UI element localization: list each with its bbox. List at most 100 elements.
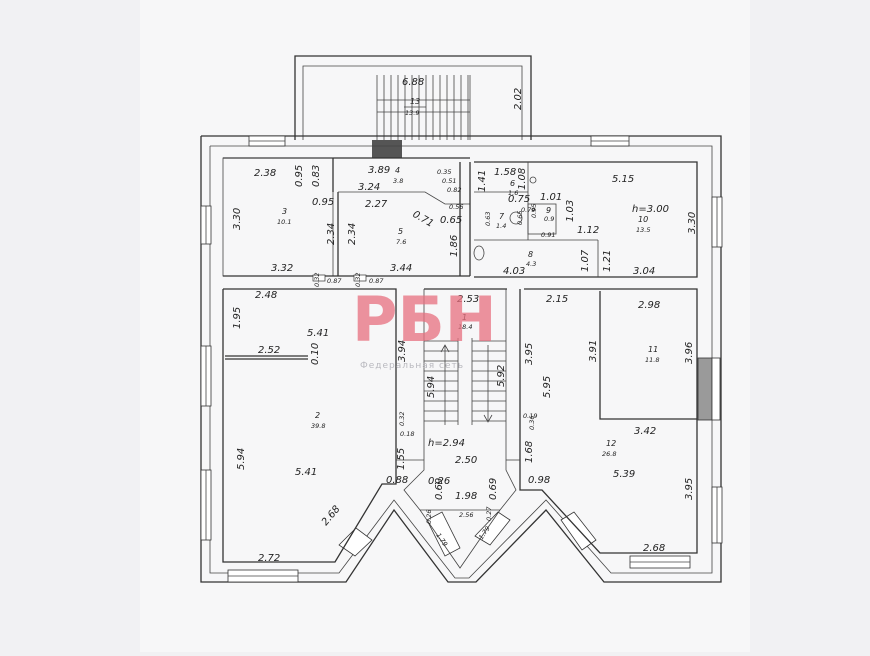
room-6-area: 1.6 bbox=[508, 189, 518, 197]
dim-label: 1.03 bbox=[565, 200, 576, 222]
dim-label: 5.41 bbox=[307, 328, 329, 339]
dim-label: 0.26 bbox=[428, 476, 450, 487]
dim-label: 0.98 bbox=[528, 475, 550, 486]
dim-label: 0.18 bbox=[400, 430, 414, 438]
room-8-number: 8 bbox=[528, 250, 533, 259]
dim-label: 0.87 bbox=[369, 277, 384, 285]
dim-label: 1.86 bbox=[449, 235, 460, 257]
dim-label: 5.15 bbox=[612, 174, 634, 185]
dim-label: 0.75 bbox=[508, 194, 530, 205]
upper-rooms bbox=[222, 157, 698, 282]
room-2-area: 39.8 bbox=[311, 422, 325, 430]
room-10-area: 13.5 bbox=[636, 226, 650, 234]
dim-label: 3.30 bbox=[232, 208, 243, 230]
room-1-number: 1 bbox=[462, 313, 467, 322]
dim-label: 2.02 bbox=[513, 88, 524, 110]
ceiling-height-label: h=2.94 bbox=[428, 438, 465, 449]
dim-label: 5.94 bbox=[236, 448, 247, 470]
dim-label: 0.88 bbox=[386, 475, 408, 486]
dim-label: 2.27 bbox=[365, 199, 388, 210]
dim-label: 5.39 bbox=[613, 469, 635, 480]
room-4-number: 4 bbox=[395, 166, 400, 175]
dim-label: 0.65 bbox=[440, 215, 462, 226]
dim-label: 3.04 bbox=[633, 266, 655, 277]
dim-label: 4.03 bbox=[503, 266, 525, 277]
watermark: РБН Федеральная сеть bbox=[352, 283, 497, 371]
room-7-number: 7 bbox=[499, 212, 505, 221]
room-9-number: 9 bbox=[546, 206, 551, 215]
dim-label: 2.72 bbox=[258, 553, 280, 564]
stair-extension: 6.88 2.02 13 13.9 bbox=[294, 55, 532, 158]
dim-label: 3.96 bbox=[684, 342, 695, 364]
dim-label: 1.08 bbox=[517, 168, 528, 190]
dim-label: 3.94 bbox=[397, 340, 408, 362]
dim-label: 3.95 bbox=[684, 478, 695, 500]
room-3-number: 3 bbox=[282, 207, 287, 216]
dim-label: 0.69 bbox=[488, 478, 499, 500]
dim-label: 3.91 bbox=[588, 340, 599, 362]
room-9-area: 0.9 bbox=[544, 215, 554, 223]
dim-label: 2.56 bbox=[459, 511, 473, 519]
room-4-area: 3.8 bbox=[393, 177, 403, 185]
dim-label: 0.32 bbox=[398, 412, 406, 426]
room-5-area: 7.6 bbox=[396, 238, 406, 246]
dim-label: 2.68 bbox=[643, 543, 665, 554]
dim-label: 1.01 bbox=[540, 192, 562, 203]
dim-label: 2.15 bbox=[546, 294, 568, 305]
dim-label: 2.53 bbox=[457, 294, 479, 305]
dim-label: 2.34 bbox=[326, 223, 337, 245]
room-13-number: 13 bbox=[410, 97, 420, 106]
dim-label: 5.95 bbox=[542, 376, 553, 398]
room-6-number: 6 bbox=[510, 179, 515, 188]
dim-label: 0.87 bbox=[327, 277, 342, 285]
dim-label: 0.36 bbox=[528, 416, 536, 430]
dim-label: 0.32 bbox=[354, 273, 362, 287]
dim-label: 0.27 bbox=[485, 506, 493, 521]
dim-label: 0.95 bbox=[294, 165, 305, 187]
dim-label: 3.89 bbox=[368, 165, 390, 176]
room-5-number: 5 bbox=[398, 227, 403, 236]
dim-label: 2.34 bbox=[347, 223, 358, 245]
dim-label: 0.19 bbox=[523, 412, 537, 420]
dim-label: 3.44 bbox=[390, 263, 412, 274]
dim-label: 3.95 bbox=[524, 343, 535, 365]
dim-label: 1.07 bbox=[580, 249, 591, 272]
dim-label: 1.12 bbox=[577, 225, 599, 236]
dim-label: 1.55 bbox=[396, 448, 407, 470]
dim-label: 0.63 bbox=[484, 212, 492, 226]
room-13-area: 13.9 bbox=[405, 109, 419, 117]
room-12-number: 12 bbox=[606, 439, 616, 448]
dim-label: 0.95 bbox=[312, 197, 334, 208]
dim-label: 1.41 bbox=[477, 170, 488, 192]
dim-label: 0.69 bbox=[434, 478, 445, 500]
dim-label: 0.82 bbox=[447, 186, 461, 194]
dim-label: 0.32 bbox=[313, 273, 321, 287]
windows bbox=[200, 135, 723, 583]
dim-label: 1.58 bbox=[494, 167, 516, 178]
dim-label: 5.94 bbox=[426, 376, 437, 398]
dim-label: 5.41 bbox=[295, 467, 317, 478]
dim-label: 1.21 bbox=[602, 250, 613, 272]
room-11-area: 11.8 bbox=[645, 356, 659, 364]
dim-label: 1.68 bbox=[524, 441, 535, 463]
dim-label: 0.83 bbox=[311, 165, 322, 187]
dim-label: 2.48 bbox=[255, 290, 277, 301]
dim-label: 3.42 bbox=[634, 426, 656, 437]
dim-label: 0.35 bbox=[437, 168, 451, 176]
dim-label: 0.65 bbox=[516, 211, 524, 225]
dim-label: 3.30 bbox=[687, 212, 698, 234]
dim-label: 1.98 bbox=[455, 491, 477, 502]
stair-treads-upper bbox=[376, 75, 471, 140]
watermark-tagline: Федеральная сеть bbox=[360, 361, 464, 371]
dim-label: 0.56 bbox=[449, 203, 463, 211]
dim-label: 6.88 bbox=[402, 77, 424, 88]
dim-label: 3.24 bbox=[358, 182, 380, 193]
dim-label: 2.38 bbox=[254, 168, 276, 179]
room-1-area: 18.4 bbox=[458, 323, 472, 331]
dim-label: 0.91 bbox=[541, 231, 555, 239]
room-12-area: 26.8 bbox=[602, 450, 616, 458]
stair-treads-lower bbox=[424, 338, 506, 425]
dim-label: 0.79 bbox=[521, 206, 535, 214]
